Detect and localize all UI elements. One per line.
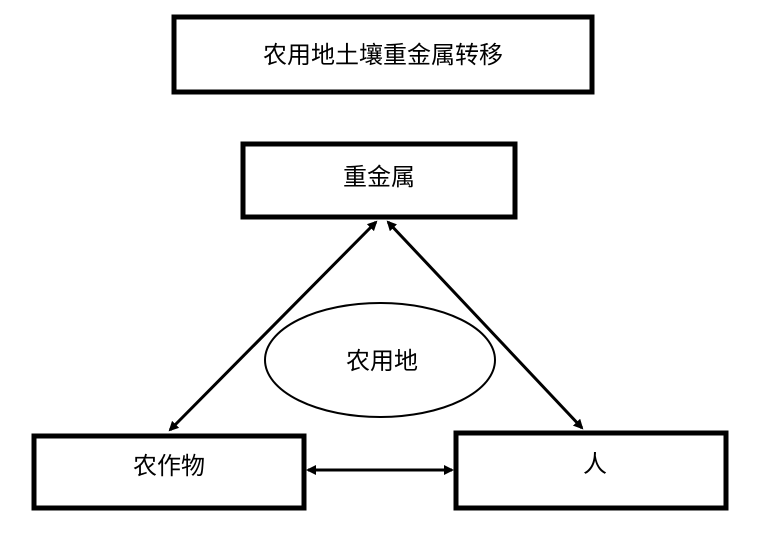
- arrow-heavy-metal-crops: [168, 220, 378, 432]
- crops-box: 农作物: [31, 433, 307, 511]
- farmland-label: 农用地: [346, 347, 418, 375]
- heavy-metal-box: 重金属: [240, 141, 518, 220]
- crops-label: 农作物: [133, 452, 205, 480]
- heavy-metal-label: 重金属: [343, 163, 415, 191]
- people-box: 人: [453, 430, 729, 511]
- title-label: 农用地土壤重金属转移: [263, 41, 503, 69]
- farmland-ellipse: 农用地: [264, 302, 496, 418]
- people-label: 人: [583, 450, 607, 478]
- title-box: 农用地土壤重金属转移: [171, 14, 595, 95]
- arrow-heavy-metal-people: [386, 220, 584, 430]
